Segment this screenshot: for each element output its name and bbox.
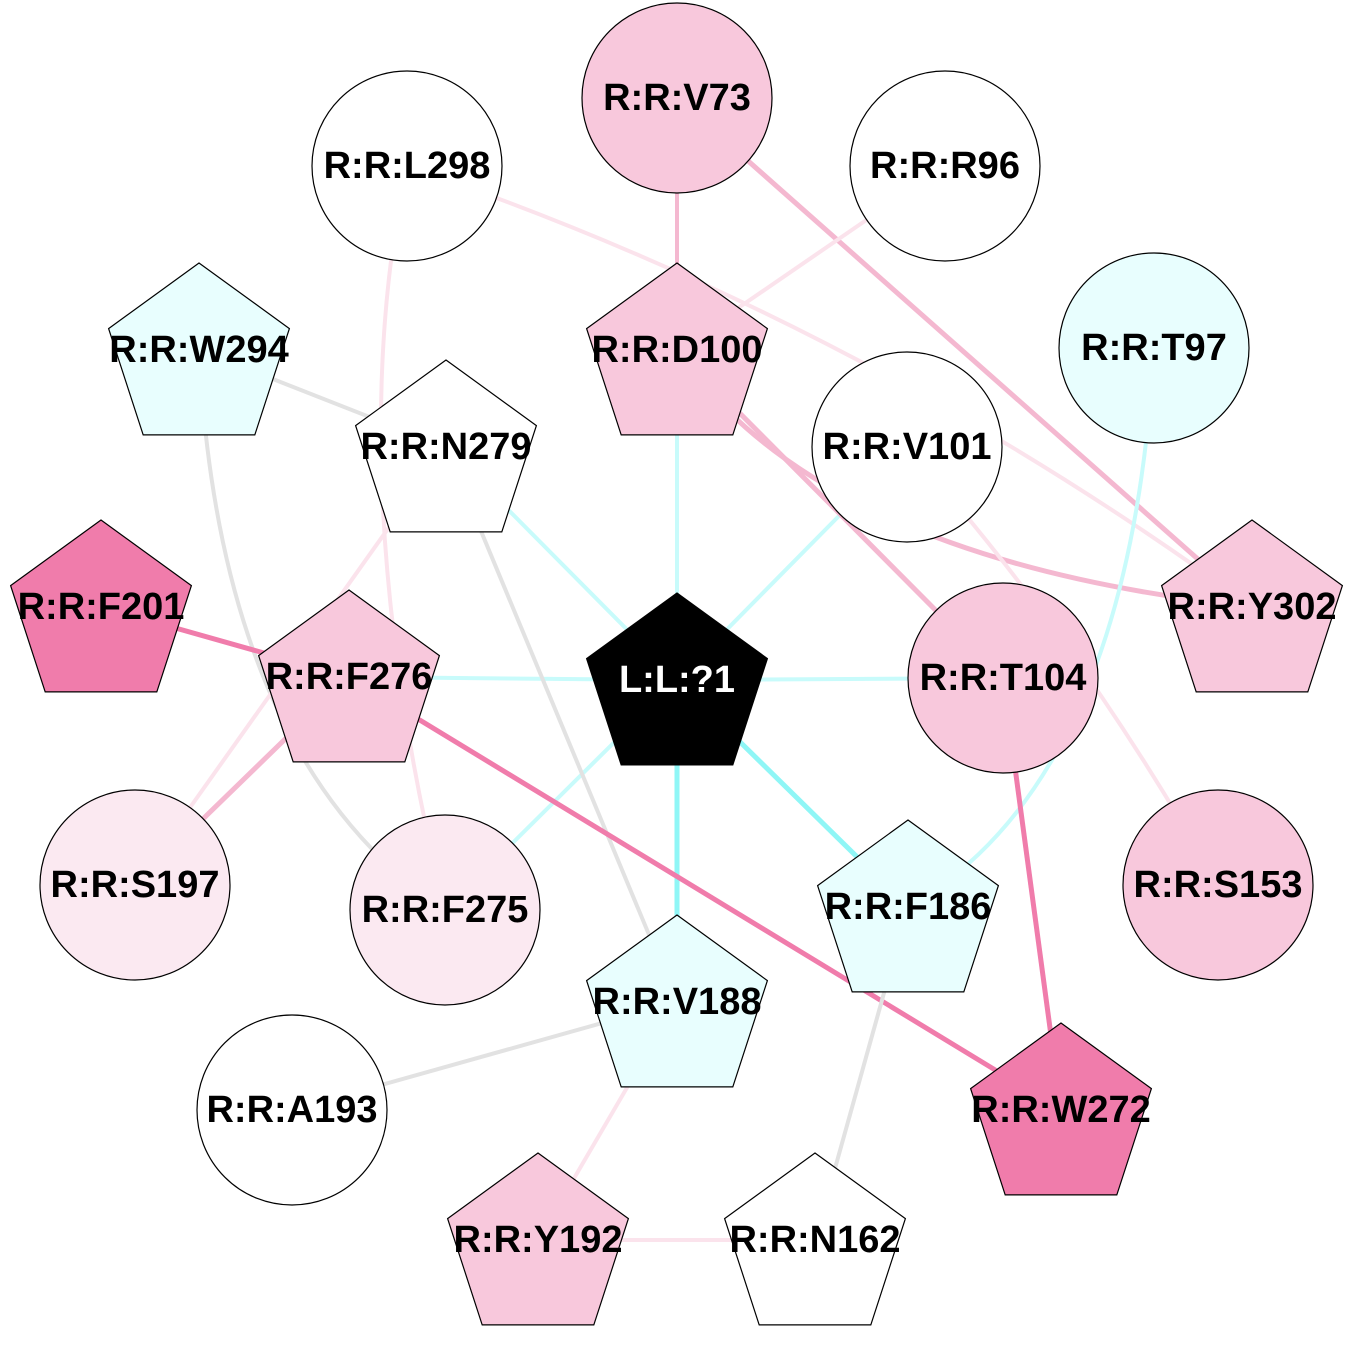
node-y302-pentagon — [1160, 519, 1344, 693]
node-label-w294: R:R:W294 — [109, 329, 288, 371]
edge-f276-w272 — [347, 674, 1063, 1113]
node-label-lig: L:L:?1 — [619, 659, 735, 701]
node-t97[interactable]: R:R:T97 — [1058, 252, 1250, 444]
node-l298-circle — [311, 70, 503, 262]
node-n279[interactable]: R:R:N279 — [354, 359, 538, 533]
node-s153-circle — [1122, 789, 1314, 981]
node-d100[interactable]: R:R:D100 — [585, 262, 769, 436]
node-w294-pentagon — [107, 262, 291, 436]
node-s153[interactable]: R:R:S153 — [1122, 789, 1314, 981]
node-label-s197: R:R:S197 — [51, 864, 220, 906]
node-label-t97: R:R:T97 — [1081, 327, 1227, 369]
node-v73-circle — [581, 2, 773, 194]
node-w294[interactable]: R:R:W294 — [107, 262, 291, 436]
node-l298[interactable]: R:R:L298 — [311, 70, 503, 262]
node-n162-pentagon — [723, 1152, 907, 1326]
node-label-f186: R:R:F186 — [825, 886, 992, 928]
node-f275[interactable]: R:R:F275 — [349, 814, 541, 1006]
node-label-f201: R:R:F201 — [18, 586, 185, 628]
node-label-w272: R:R:W272 — [971, 1089, 1150, 1131]
node-y192[interactable]: R:R:Y192 — [446, 1152, 630, 1326]
node-label-f275: R:R:F275 — [362, 889, 529, 931]
node-n279-pentagon — [354, 359, 538, 533]
node-v73[interactable]: R:R:V73 — [581, 2, 773, 194]
node-v101[interactable]: R:R:V101 — [811, 351, 1003, 543]
node-r96[interactable]: R:R:R96 — [849, 70, 1041, 262]
node-label-a193: R:R:A193 — [206, 1089, 377, 1131]
node-label-n162: R:R:N162 — [729, 1219, 900, 1261]
node-w272-pentagon — [969, 1022, 1153, 1196]
node-r96-circle — [849, 70, 1041, 262]
node-lig[interactable]: L:L:?1 — [585, 592, 769, 766]
node-v188-pentagon — [585, 914, 769, 1088]
node-v101-circle — [811, 351, 1003, 543]
node-y302[interactable]: R:R:Y302 — [1160, 519, 1344, 693]
node-label-v101: R:R:V101 — [823, 426, 992, 468]
node-f201[interactable]: R:R:F201 — [9, 519, 193, 693]
node-f276-pentagon — [257, 589, 441, 763]
node-label-n279: R:R:N279 — [360, 426, 531, 468]
node-label-r96: R:R:R96 — [870, 145, 1020, 187]
node-t97-circle — [1058, 252, 1250, 444]
node-f276[interactable]: R:R:F276 — [257, 589, 441, 763]
node-label-t104: R:R:T104 — [920, 657, 1087, 699]
node-a193[interactable]: R:R:A193 — [196, 1014, 388, 1206]
node-label-s153: R:R:S153 — [1134, 864, 1303, 906]
node-a193-circle — [196, 1014, 388, 1206]
node-w272[interactable]: R:R:W272 — [969, 1022, 1153, 1196]
node-f201-pentagon — [9, 519, 193, 693]
node-label-f276: R:R:F276 — [266, 656, 433, 698]
node-label-l298: R:R:L298 — [324, 145, 491, 187]
node-y192-pentagon — [446, 1152, 630, 1326]
node-f186[interactable]: R:R:F186 — [816, 819, 1000, 993]
node-lig-pentagon — [585, 592, 769, 766]
node-t104[interactable]: R:R:T104 — [907, 582, 1099, 774]
node-label-y192: R:R:Y192 — [454, 1219, 623, 1261]
node-label-v188: R:R:V188 — [593, 981, 762, 1023]
node-t104-circle — [907, 582, 1099, 774]
node-v188[interactable]: R:R:V188 — [585, 914, 769, 1088]
node-d100-pentagon — [585, 262, 769, 436]
node-label-d100: R:R:D100 — [591, 329, 762, 371]
edge-l298-f275 — [378, 165, 447, 911]
edge-n279-v188 — [444, 446, 679, 1003]
node-f186-pentagon — [816, 819, 1000, 993]
node-label-y302: R:R:Y302 — [1168, 586, 1337, 628]
node-f275-circle — [349, 814, 541, 1006]
edge-l298-y302 — [406, 164, 1254, 609]
node-label-v73: R:R:V73 — [603, 77, 751, 119]
node-s197[interactable]: R:R:S197 — [39, 789, 231, 981]
node-n162[interactable]: R:R:N162 — [723, 1152, 907, 1326]
node-s197-circle — [39, 789, 231, 981]
edge-v73-y302 — [675, 96, 1254, 609]
